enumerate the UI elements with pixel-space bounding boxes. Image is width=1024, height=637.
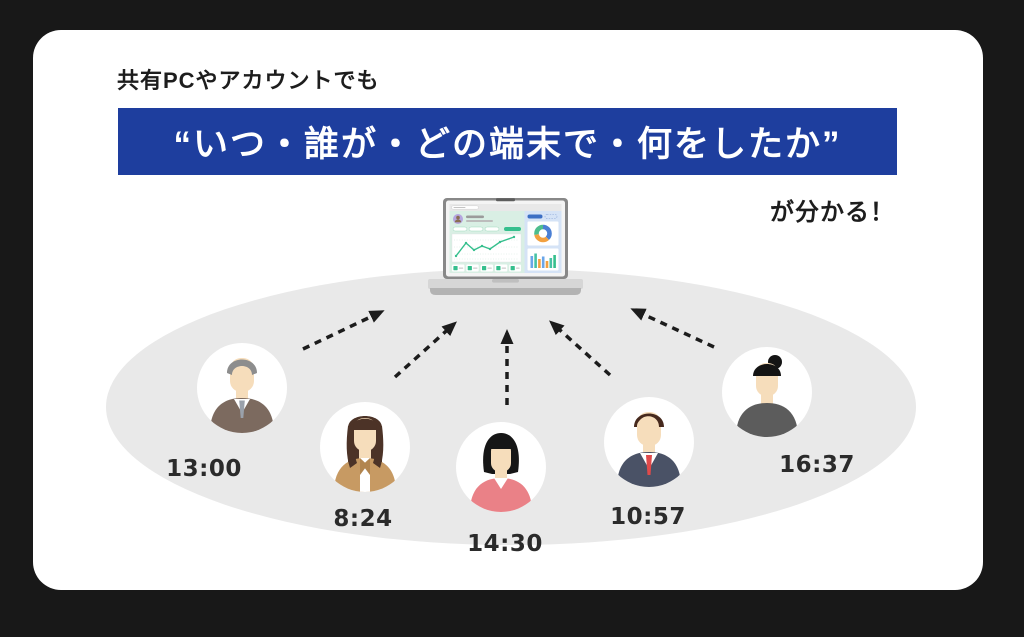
eyebrow-text: 共有PCやアカウントでも bbox=[117, 68, 380, 93]
dashed-arrow-4 bbox=[549, 320, 612, 377]
avatar-man-navy-suit-red-tie bbox=[604, 397, 694, 487]
dashed-arrow-5 bbox=[630, 308, 715, 349]
time-label-5: 16:37 bbox=[779, 452, 855, 478]
avatar-man-gray-hair-brown-suit bbox=[197, 343, 287, 433]
dashed-arrow-2 bbox=[393, 321, 457, 379]
avatar-person-bun-hair-gray-top bbox=[722, 347, 812, 437]
dashed-arrows bbox=[302, 308, 715, 405]
headline-suffix: が分かる！ bbox=[770, 199, 895, 226]
headline-banner-text: “いつ・誰が・どの端末で・何をしたか” bbox=[173, 125, 842, 164]
time-label-1: 13:00 bbox=[166, 456, 242, 482]
content-card: 共有PCやアカウントでも “いつ・誰が・どの端末で・何をしたか” が分かる！ bbox=[33, 30, 983, 590]
dashed-arrow-1 bbox=[302, 310, 385, 351]
time-label-2: 8:24 bbox=[333, 506, 393, 532]
time-label-4: 10:57 bbox=[610, 504, 686, 530]
laptop-icon bbox=[428, 198, 583, 295]
avatar-woman-bob-hair-pink-top bbox=[456, 422, 546, 512]
time-label-3: 14:30 bbox=[467, 531, 543, 557]
headline-banner: “いつ・誰が・どの端末で・何をしたか” bbox=[118, 108, 897, 175]
avatar-woman-long-hair-tan-jacket bbox=[320, 402, 410, 492]
